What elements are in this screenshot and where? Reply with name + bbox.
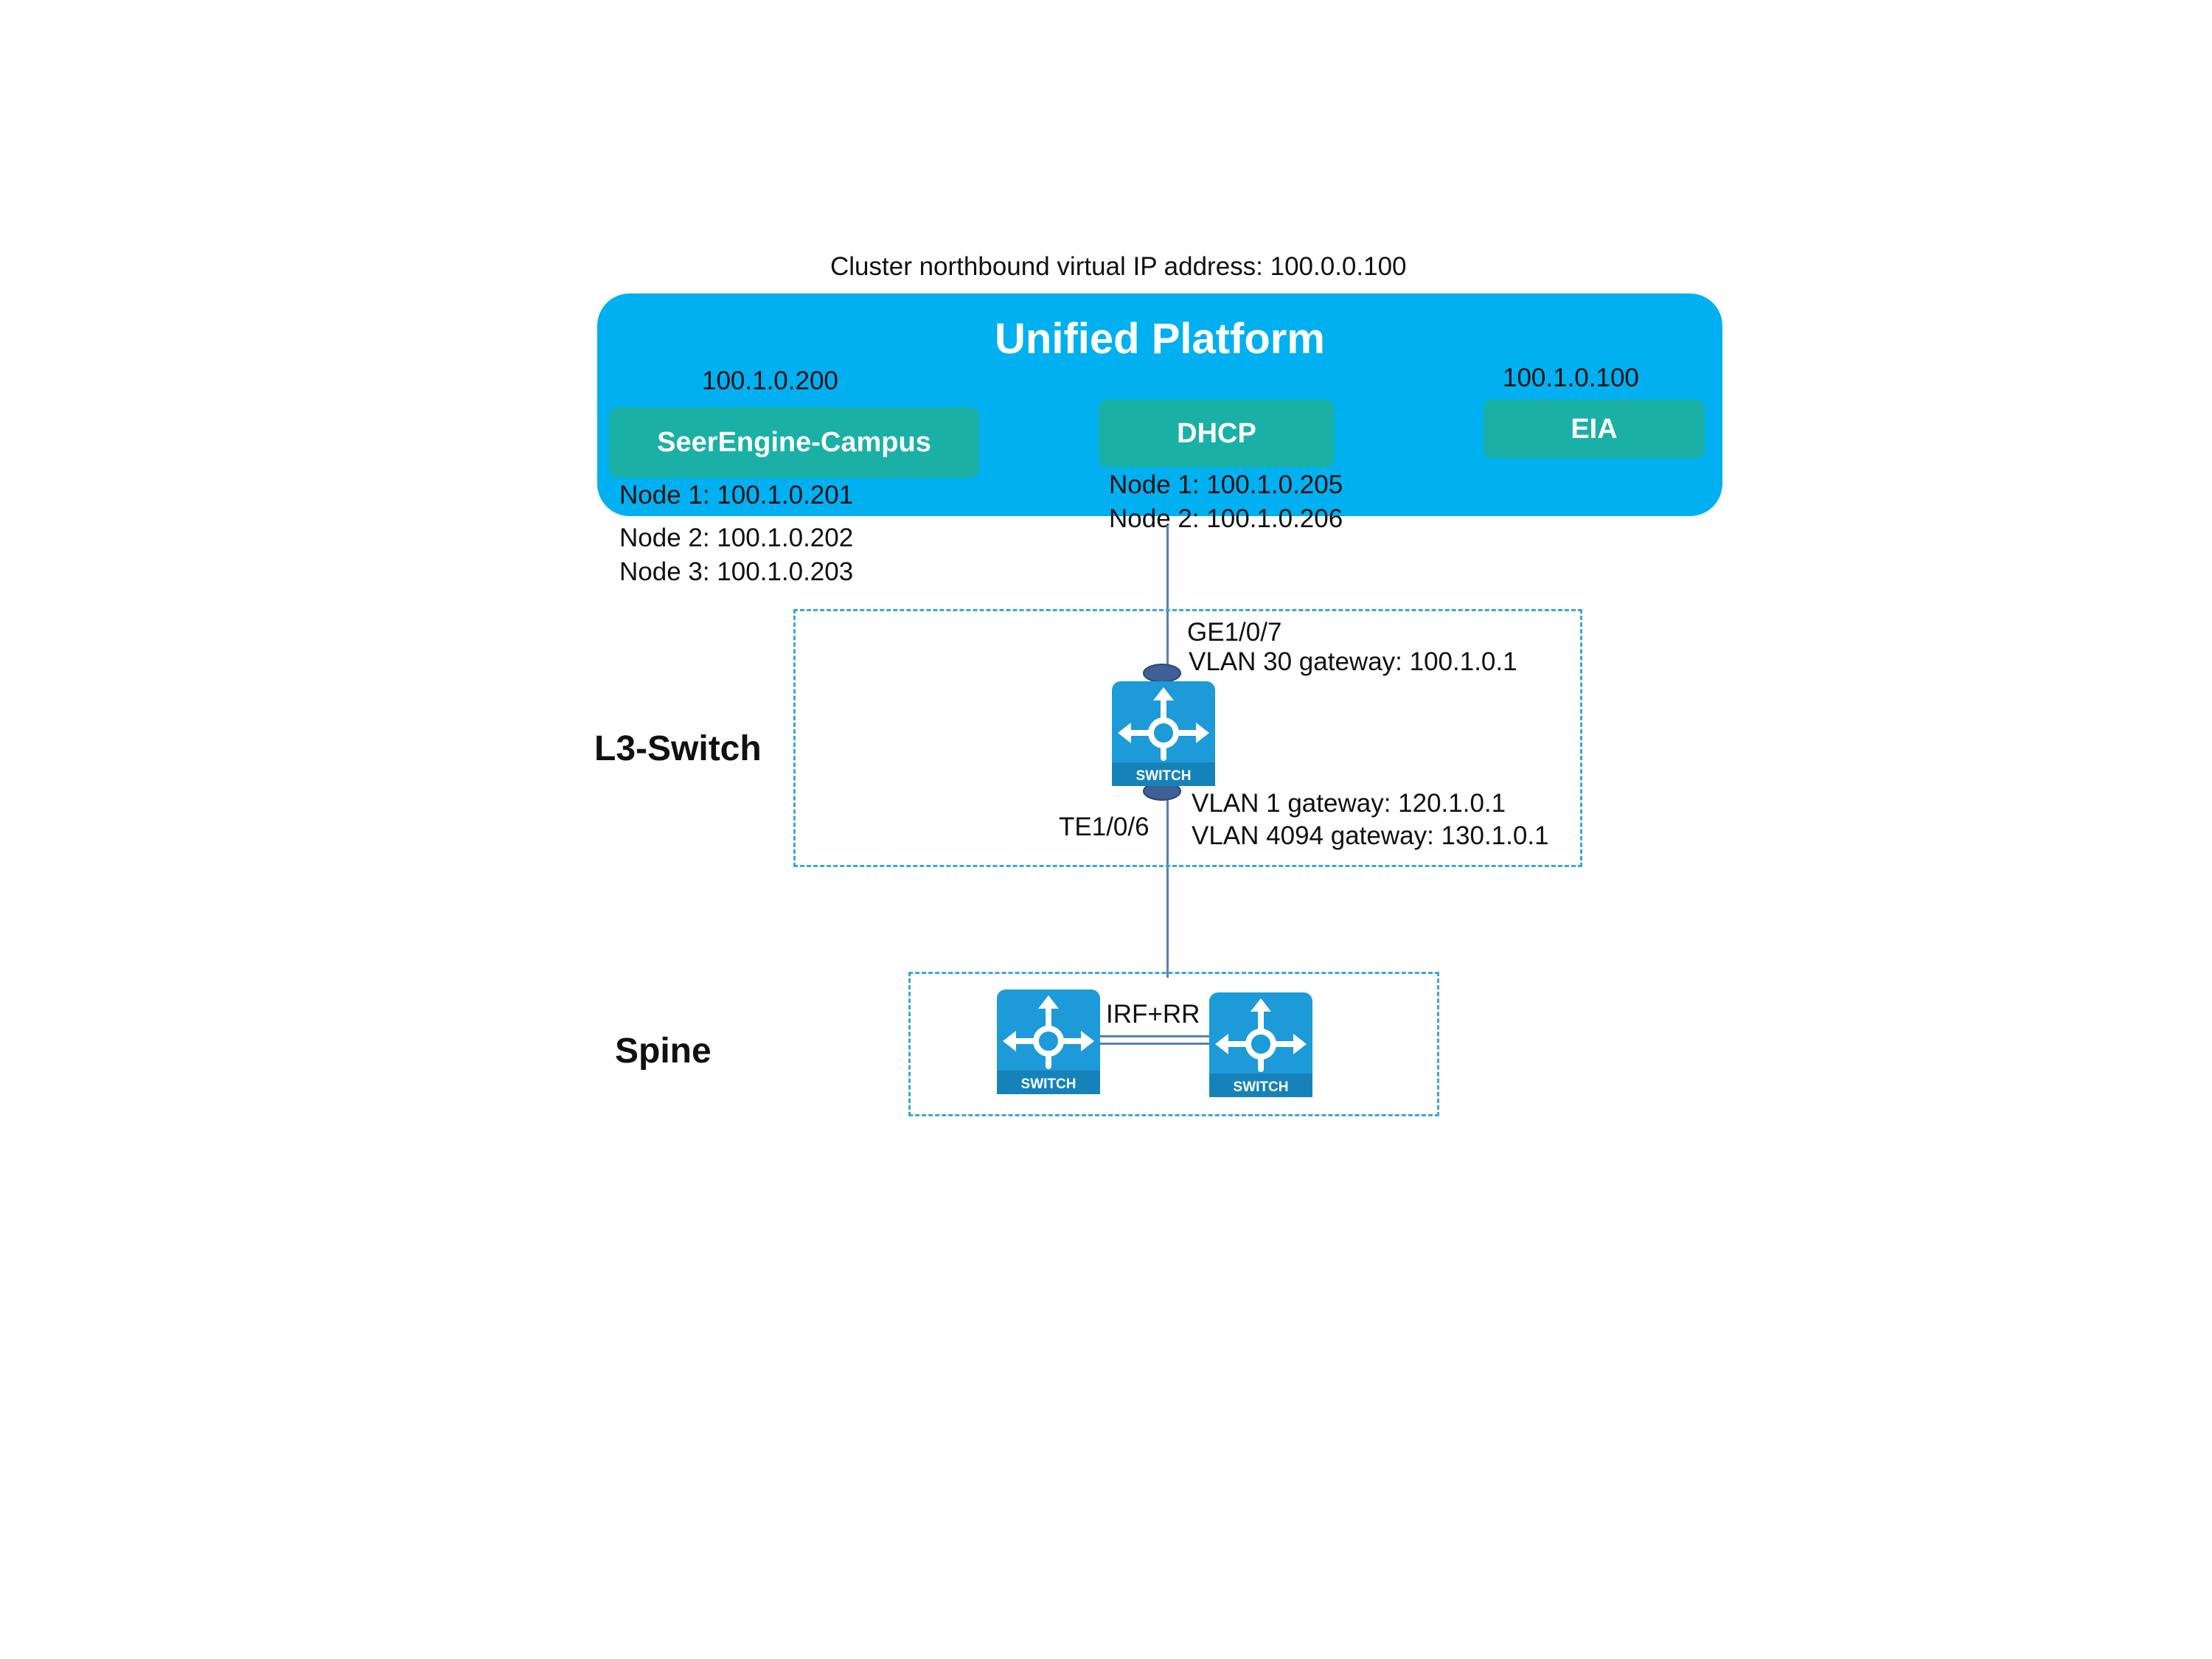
cluster-vip-label: Cluster northbound virtual IP address: 1…	[830, 252, 1407, 281]
spine-tier-label: Spine	[615, 1032, 712, 1071]
l3-vlan1-gateway-label: VLAN 1 gateway: 120.1.0.1	[1192, 789, 1506, 818]
l3-vlan4094-gateway-label: VLAN 4094 gateway: 130.1.0.1	[1192, 821, 1549, 850]
dhcp-node-1: Node 1: 100.1.0.205	[1109, 470, 1343, 499]
unified-platform-title: Unified Platform	[995, 315, 1325, 363]
l3-switch-icon-label: SWITCH	[1136, 768, 1192, 784]
spine-switch-1-label: SWITCH	[1021, 1077, 1077, 1092]
eia-label: EIA	[1571, 413, 1618, 445]
ge1-0-7-port-icon	[1143, 664, 1181, 683]
l3-to-spine-link	[1166, 789, 1169, 978]
irf-rr-label: IRF+RR	[1106, 1000, 1200, 1029]
l3-lower-port-label: TE1/0/6	[1059, 813, 1150, 841]
seerengine-label: SeerEngine-Campus	[657, 426, 931, 458]
seerengine-node-2: Node 2: 100.1.0.202	[619, 524, 854, 552]
irf-link-line-2	[1100, 1043, 1209, 1045]
l3-switch-icon: SWITCH	[1112, 681, 1215, 786]
spine-group	[908, 972, 1439, 1116]
l3-switch-tier-label: L3-Switch	[594, 729, 762, 768]
seerengine-ip: 100.1.0.200	[702, 366, 838, 395]
irf-link-line-1	[1100, 1035, 1209, 1037]
eia-ip: 100.1.0.100	[1503, 364, 1639, 392]
seerengine-campus-module: SeerEngine-Campus	[609, 407, 979, 478]
spine-switch-1-icon: SWITCH	[997, 990, 1100, 1094]
seerengine-node-3: Node 3: 100.1.0.203	[619, 557, 854, 586]
dhcp-node-2: Node 2: 100.1.0.206	[1109, 504, 1343, 533]
spine-switch-2-label: SWITCH	[1234, 1079, 1289, 1095]
eia-module: EIA	[1484, 400, 1705, 459]
dhcp-to-l3-link	[1166, 525, 1169, 671]
seerengine-node-1: Node 1: 100.1.0.201	[619, 481, 854, 509]
l3-upper-gateway-label: VLAN 30 gateway: 100.1.0.1	[1189, 647, 1517, 676]
l3-upper-port-label: GE1/0/7	[1187, 618, 1282, 647]
l3-switch-group	[793, 609, 1582, 867]
spine-switch-2-icon: SWITCH	[1209, 992, 1312, 1097]
dhcp-module: DHCP	[1099, 400, 1335, 467]
dhcp-label: DHCP	[1177, 417, 1256, 449]
